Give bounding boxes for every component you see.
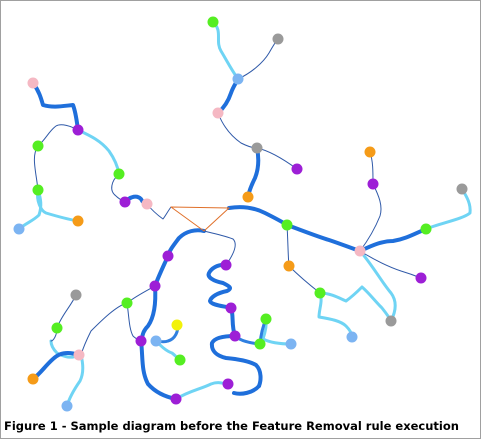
node [162,250,174,262]
node [291,163,303,175]
node [51,322,63,334]
node [174,354,186,366]
edge [232,384,261,396]
node [354,245,366,257]
node [251,142,263,154]
edge [56,294,77,329]
node [285,338,297,350]
edge [170,206,230,232]
node [283,260,295,272]
edge [288,265,321,294]
edge [358,227,428,253]
edge [358,249,397,323]
node [272,33,284,45]
edge [285,223,362,253]
node [212,107,224,119]
node [119,196,131,208]
edge [256,147,298,170]
edge [216,77,240,115]
edge [217,112,258,149]
edge [31,81,80,132]
edge [36,188,80,223]
node [72,124,84,136]
node [121,297,133,309]
node [260,313,272,325]
figure-caption: Figure 1 - Sample diagram before the Fea… [4,419,459,433]
node [135,335,147,347]
edge [286,224,290,267]
edge [359,183,382,252]
node [170,393,182,405]
edge [146,203,172,220]
node [27,373,39,385]
node [281,219,293,231]
edge [65,353,85,408]
thick-edges [31,77,428,401]
edge [211,20,240,81]
node [141,198,153,210]
node [456,183,468,195]
edge [209,334,263,388]
node [242,191,254,203]
edge [206,262,233,310]
node [364,146,376,158]
edge [174,381,230,401]
edge [31,350,81,381]
edge [166,228,206,258]
edge [318,285,393,323]
edge [49,339,81,359]
node [232,73,244,85]
light-edges [17,20,472,408]
edge [80,302,128,356]
node [171,319,183,331]
node [13,223,25,235]
edge [261,317,293,346]
edge [37,124,79,147]
edge [33,145,39,191]
edge [246,146,261,199]
node [70,289,82,301]
node [220,259,232,271]
node [113,168,125,180]
node [385,315,397,327]
node [27,77,39,89]
node [61,400,73,412]
edge [139,284,158,343]
edge [424,187,472,231]
node [73,349,85,361]
edge [237,38,279,80]
edge [76,128,121,176]
node [420,223,432,235]
node [367,178,379,190]
edge [227,205,289,227]
edge [17,188,43,231]
edge [203,230,236,266]
node [207,16,219,28]
node [229,330,241,342]
node [150,335,162,347]
edge [126,302,142,342]
node [149,280,161,292]
node [32,140,44,152]
node [225,302,237,314]
node [314,287,326,299]
node [32,184,44,196]
node [72,215,84,227]
node [346,331,358,343]
triangle-edges [170,206,230,232]
edge [139,339,178,401]
network-diagram [13,16,472,412]
node [254,338,266,350]
node [222,378,234,390]
nodes [13,16,468,412]
node [415,272,427,284]
